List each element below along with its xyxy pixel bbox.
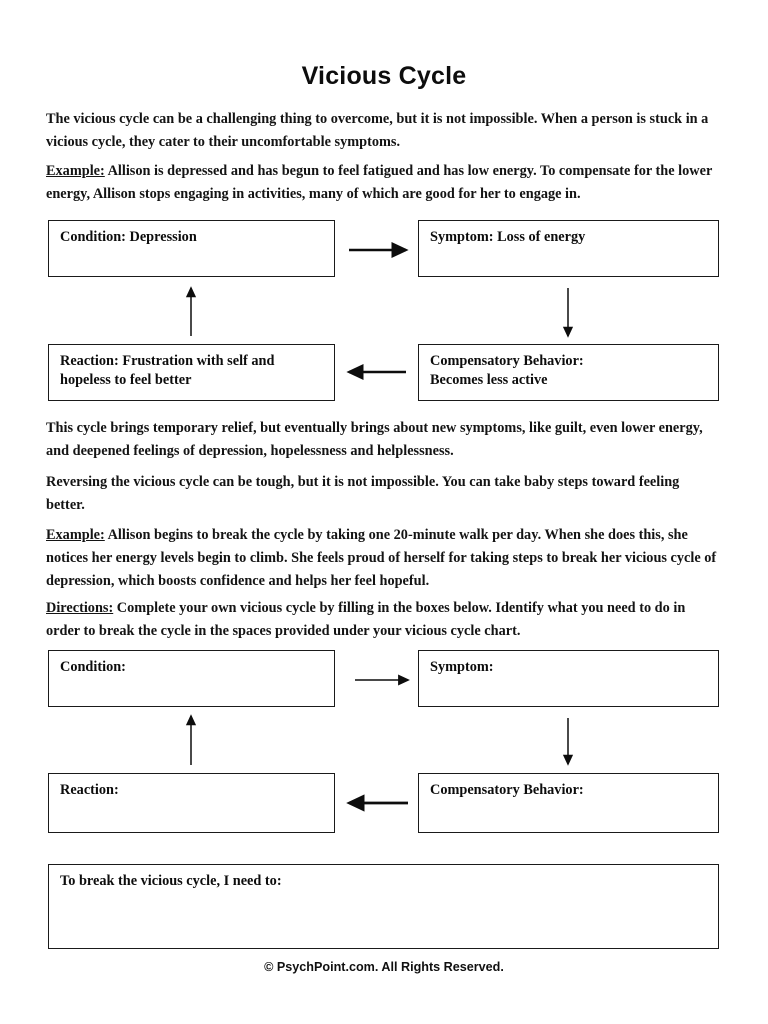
example-compensatory-behavior-text: Compensatory Behavior: Becomes less acti… [430,353,584,388]
directions-text: Complete your own vicious cycle by filli… [46,600,686,639]
blank-reaction-box[interactable]: Reaction: [48,773,335,833]
example-reaction-text: Reaction: Frustration with self and hope… [60,353,275,388]
body-paragraph-two: This cycle brings temporary relief, but … [46,420,703,459]
blank-condition-label: Condition: [60,659,126,675]
blank-symptom-label: Symptom: [430,659,494,675]
break-cycle-answer-box[interactable]: To break the vicious cycle, I need to: [48,864,719,949]
blank-symptom-box[interactable]: Symptom: [418,650,719,707]
example-one-paragraph: Example: Allison is depressed and has be… [46,160,719,206]
blank-reaction-label: Reaction: [60,782,119,798]
example-two-paragraph: Example: Allison begins to break the cyc… [46,524,719,593]
example-compensatory-behavior-box: Compensatory Behavior: Becomes less acti… [418,344,719,401]
blank-compensatory-behavior-box[interactable]: Compensatory Behavior: [418,773,719,833]
body-paragraph-three: Reversing the vicious cycle can be tough… [46,474,680,513]
example-two-label: Example: [46,527,105,543]
example-symptom-box: Symptom: Loss of energy [418,220,719,277]
page-title: Vicious Cycle [301,62,467,90]
example-reaction-box: Reaction: Frustration with self and hope… [48,344,335,401]
example-two-text: Allison begins to break the cycle by tak… [46,527,717,589]
directions-paragraph: Directions: Complete your own vicious cy… [46,597,719,643]
example-one-label: Example: [46,163,105,179]
intro-paragraph: The vicious cycle can be a challenging t… [46,111,709,150]
example-condition-box: Condition: Depression [48,220,335,277]
blank-compensatory-behavior-label: Compensatory Behavior: [430,782,584,798]
example-symptom-text: Symptom: Loss of energy [430,229,586,245]
example-condition-text: Condition: Depression [60,229,197,245]
example-one-text: Allison is depressed and has begun to fe… [46,163,713,202]
break-cycle-prompt: To break the vicious cycle, I need to: [60,873,282,889]
copyright-footer: © PsychPoint.com. All Rights Reserved. [264,960,504,974]
blank-condition-box[interactable]: Condition: [48,650,335,707]
directions-label: Directions: [46,600,114,616]
